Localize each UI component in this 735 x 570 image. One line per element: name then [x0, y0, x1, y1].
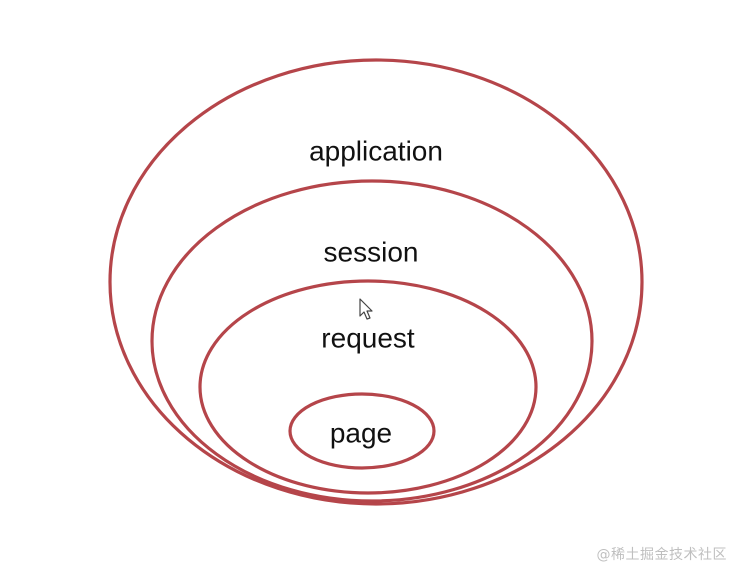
application-scope-label: application	[309, 135, 443, 166]
request-scope-label: request	[321, 322, 415, 353]
page-scope-ring	[288, 392, 436, 470]
page-scope-label: page	[330, 417, 392, 448]
session-scope: session	[150, 179, 594, 503]
mouse-pointer-icon	[359, 298, 373, 320]
watermark: @稀土掘金技术社区	[596, 547, 727, 563]
request-scope-ring	[198, 279, 538, 495]
page-scope: page	[288, 392, 436, 470]
application-scope-ring	[108, 58, 644, 506]
session-scope-ring	[150, 179, 594, 503]
request-scope: request	[198, 279, 538, 495]
session-scope-label: session	[324, 236, 419, 267]
application-scope: application	[108, 58, 644, 506]
